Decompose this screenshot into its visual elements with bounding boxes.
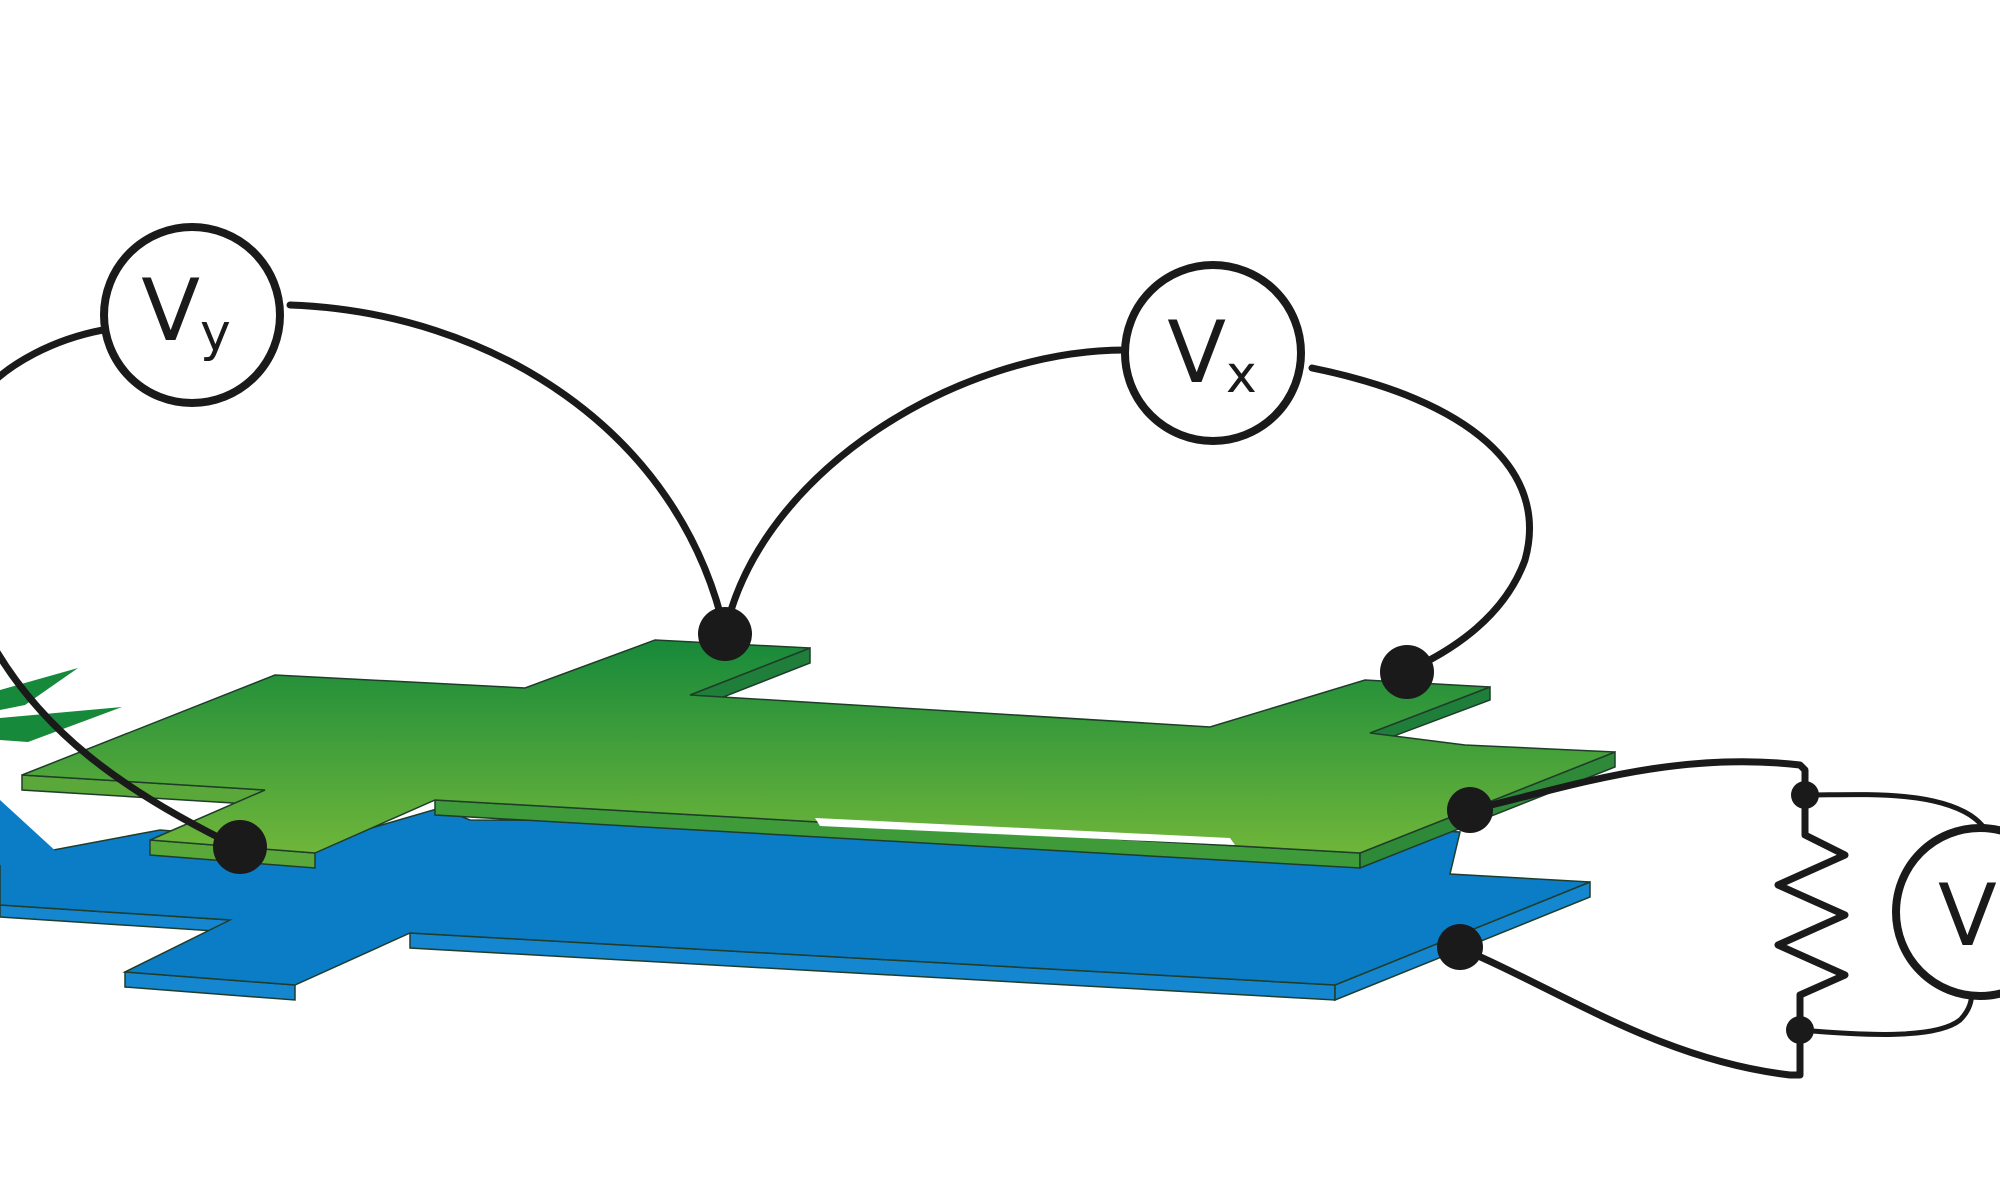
voltmeter-vx: Vx: [1121, 261, 1305, 445]
layer-gap-strip: [815, 818, 1235, 845]
green-fragment-left-2: [0, 707, 122, 742]
top-layer-lead: [1466, 758, 1809, 814]
vy-right-wire: [286, 301, 729, 637]
junction-resistor-bottom: [1786, 1016, 1814, 1044]
contact-right-tab: [1380, 645, 1434, 699]
v-meter-bottom-lead: [1797, 987, 1975, 1037]
voltmeter-v-ring: [1892, 824, 2000, 1000]
voltmeter-vx-subscript: x: [1226, 345, 1257, 405]
green-fragment-left-1: [0, 668, 78, 710]
junction-resistor-top: [1791, 781, 1819, 809]
bottom-layer-lead: [1456, 944, 1804, 1079]
voltmeter-vy: Vy: [100, 223, 284, 407]
voltmeter-vx-ring: [1121, 261, 1305, 445]
vy-left-wire: [0, 326, 244, 852]
voltmeter-v-label: V: [1938, 866, 1997, 966]
blue-fragment-left: [0, 800, 60, 865]
voltmeter-vy-ring: [100, 223, 284, 407]
wiring: [0, 301, 1993, 1079]
contact-blue-right: [1437, 924, 1483, 970]
contacts: [213, 607, 1819, 1044]
voltmeter-v: V: [1892, 824, 2000, 1000]
vx-right-wire: [1308, 364, 1533, 676]
voltmeter-vy-subscript: y: [200, 303, 231, 363]
green-layer-face: [21, 639, 1616, 854]
svg-text:Vx: Vx: [1167, 303, 1257, 405]
contact-green-right: [1447, 787, 1493, 833]
voltmeter-vx-label: V: [1167, 303, 1226, 403]
load-resistor: [1774, 791, 1849, 1034]
voltmeter-vy-label: V: [141, 261, 200, 361]
contact-left-tab: [213, 820, 267, 874]
vx-left-wire: [721, 346, 1129, 637]
contact-top-tab: [698, 607, 752, 661]
svg-text:Vy: Vy: [141, 261, 231, 363]
